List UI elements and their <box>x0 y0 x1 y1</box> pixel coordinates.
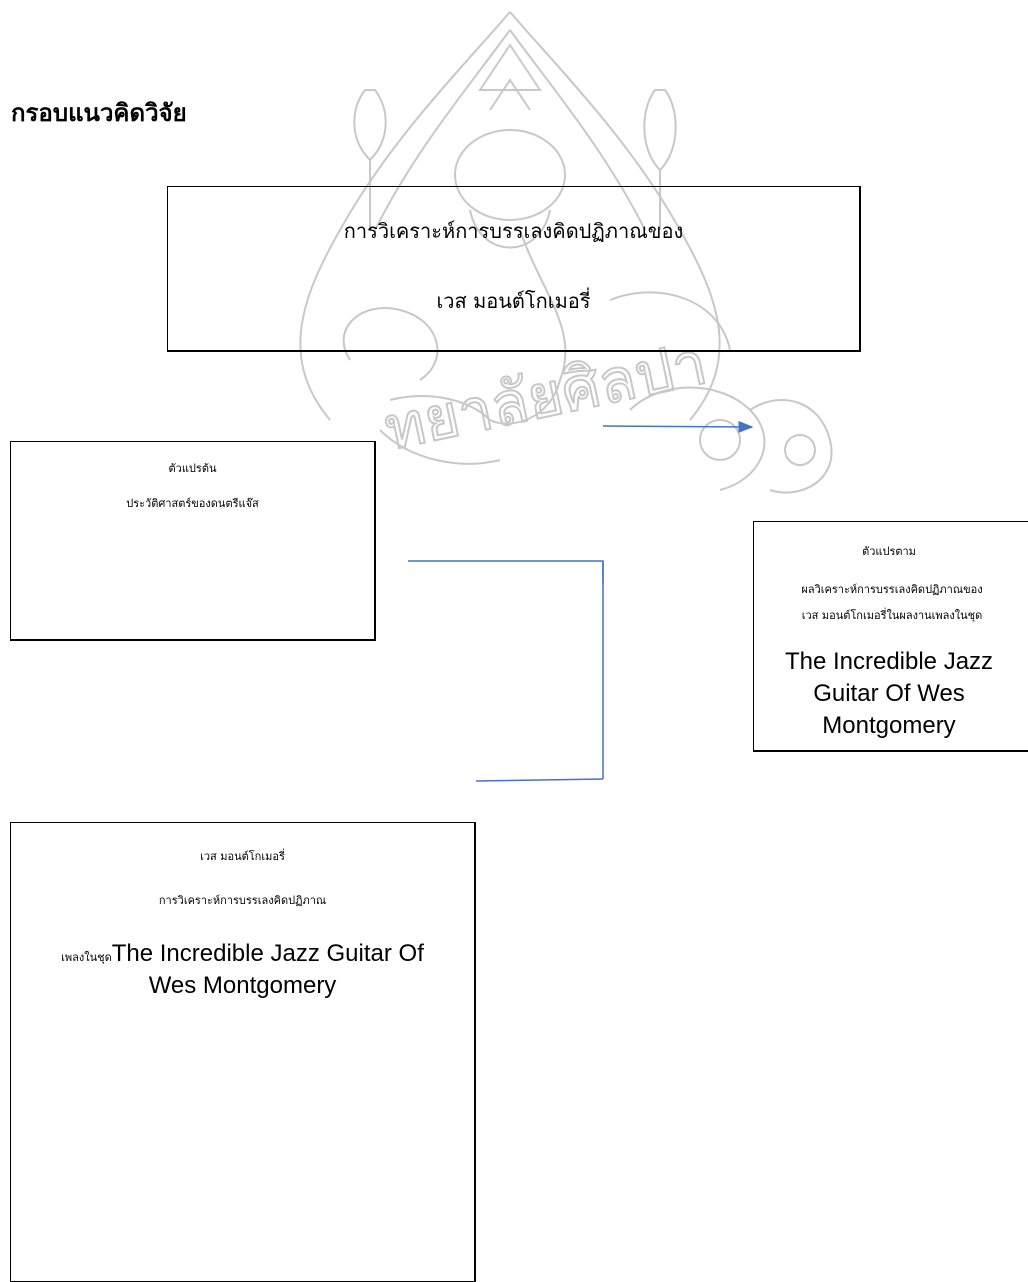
research-title-line-1: การวิเคราะห์การบรรเลงคิดปฏิภาณของ <box>343 219 684 243</box>
wes-montgomery-box: เวส มอนต์โกเมอรี่ การวิเคราะห์การบรรเลงค… <box>10 822 476 1282</box>
connector-from-wes-box <box>475 778 604 782</box>
independent-variable-label: ตัวแปรต้น <box>168 462 217 475</box>
wes-box-album-line-1: เพลงในชุดThe Incredible Jazz Guitar Of <box>11 938 474 970</box>
dependent-variable-label: ตัวแปรตาม <box>862 545 916 558</box>
connector-from-independent <box>408 560 604 583</box>
wes-box-prefix: เพลงในชุด <box>61 951 112 964</box>
independent-variable-box: ตัวแปรต้น ประวัติศาสตร์ของดนตรีแจ๊ส <box>10 441 376 641</box>
research-title-box: การวิเคราะห์การบรรเลงคิดปฏิภาณของ เวส มอ… <box>167 186 861 352</box>
independent-variable-text: ประวัติศาสตร์ของดนตรีแจ๊ส <box>126 497 259 510</box>
research-title-line-2: เวส มอนต์โกเมอรี่ <box>436 289 591 313</box>
wes-box-line-1: เวส มอนต์โกเมอรี่ <box>200 850 285 863</box>
dependent-album-line-3: Montgomery <box>822 712 956 739</box>
dependent-variable-line-2: เวส มอนต์โกเมอรี่ในผลงานเพลงในชุด <box>801 609 983 622</box>
dependent-album-line-2: Guitar Of Wes <box>813 680 965 707</box>
dependent-album-line-1: The Incredible Jazz <box>784 648 994 675</box>
wes-box-album-title-1: The Incredible Jazz Guitar Of <box>111 940 424 967</box>
arrow-to-dependent <box>602 420 754 433</box>
wes-box-line-2: การวิเคราะห์การบรรเลงคิดปฏิภาณ <box>158 894 327 907</box>
page-heading: กรอบแนวคิดวิจัย <box>11 99 187 127</box>
dependent-variable-box: ตัวแปรตาม ผลวิเคราะห์การบรรเลงคิดปฏิภาณข… <box>753 521 1028 752</box>
wes-box-album-line-2: Wes Montgomery <box>148 972 337 999</box>
dependent-album-title: The Incredible Jazz Guitar Of Wes Montgo… <box>754 646 1024 742</box>
dependent-variable-line-1: ผลวิเคราะห์การบรรเลงคิดปฏิภาณของ <box>801 583 983 596</box>
